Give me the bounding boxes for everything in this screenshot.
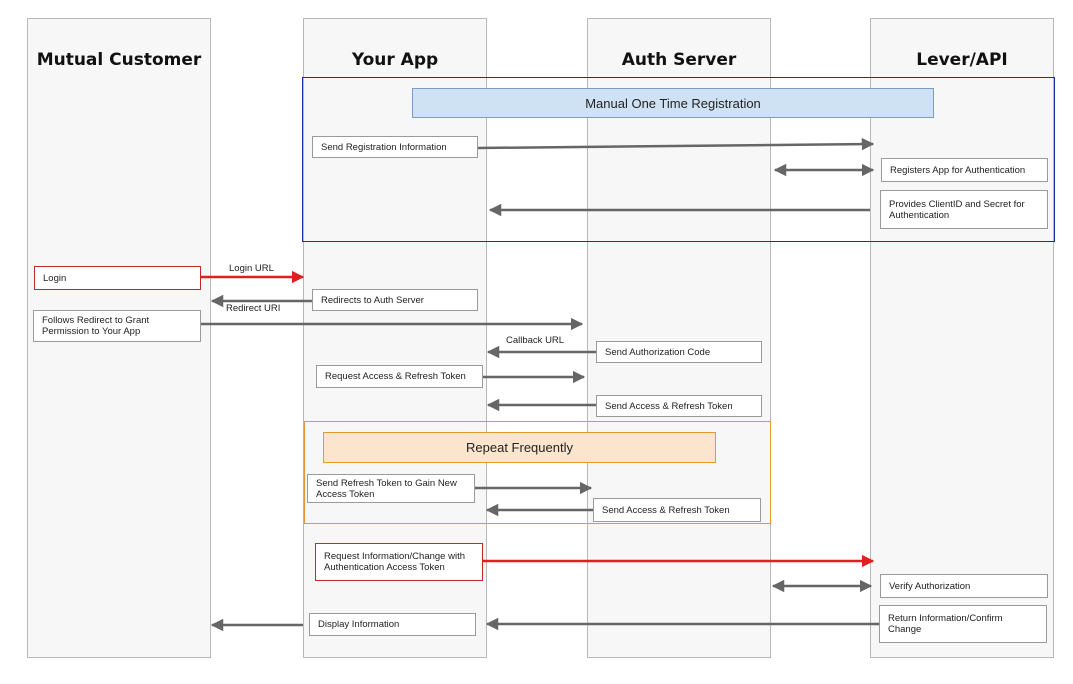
repeat-group <box>304 421 771 524</box>
note-display-info: Display Information <box>309 613 476 636</box>
note-follows-redirect: Follows Redirect to Grant Permission to … <box>33 310 201 342</box>
lane-title-lever-api: Lever/API <box>916 50 1008 70</box>
note-send-access-refresh-2: Send Access & Refresh Token <box>593 498 761 522</box>
note-send-auth-code: Send Authorization Code <box>596 341 762 363</box>
arrow-send-registration <box>477 137 875 151</box>
note-return-info: Return Information/Confirm Change <box>879 605 1047 643</box>
label-redirect-uri: Redirect URI <box>226 303 281 314</box>
lane-title-mutual-customer: Mutual Customer <box>36 50 202 70</box>
note-request-info-change: Request Information/Change with Authenti… <box>315 543 483 581</box>
registration-banner: Manual One Time Registration <box>412 88 934 118</box>
note-login: Login <box>34 266 201 290</box>
label-callback-url: Callback URL <box>506 335 565 346</box>
note-provides-client: Provides ClientID and Secret for Authent… <box>880 190 1048 229</box>
lane-title-your-app: Your App <box>351 50 439 70</box>
registration-group <box>302 77 1055 242</box>
note-send-registration: Send Registration Information <box>312 136 478 158</box>
note-request-access-refresh: Request Access & Refresh Token <box>316 365 483 388</box>
lane-auth-server <box>587 18 771 658</box>
lane-lever-api <box>870 18 1054 658</box>
repeat-banner: Repeat Frequently <box>323 432 716 463</box>
note-send-refresh-gain: Send Refresh Token to Gain New Access To… <box>307 474 475 503</box>
note-send-access-refresh-1: Send Access & Refresh Token <box>596 395 762 417</box>
note-verify-authorization: Verify Authorization <box>880 574 1048 598</box>
note-registers-app: Registers App for Authentication <box>881 158 1048 182</box>
note-redirects-auth: Redirects to Auth Server <box>312 289 478 311</box>
label-login-url: Login URL <box>229 263 274 274</box>
lane-title-auth-server: Auth Server <box>621 50 737 70</box>
